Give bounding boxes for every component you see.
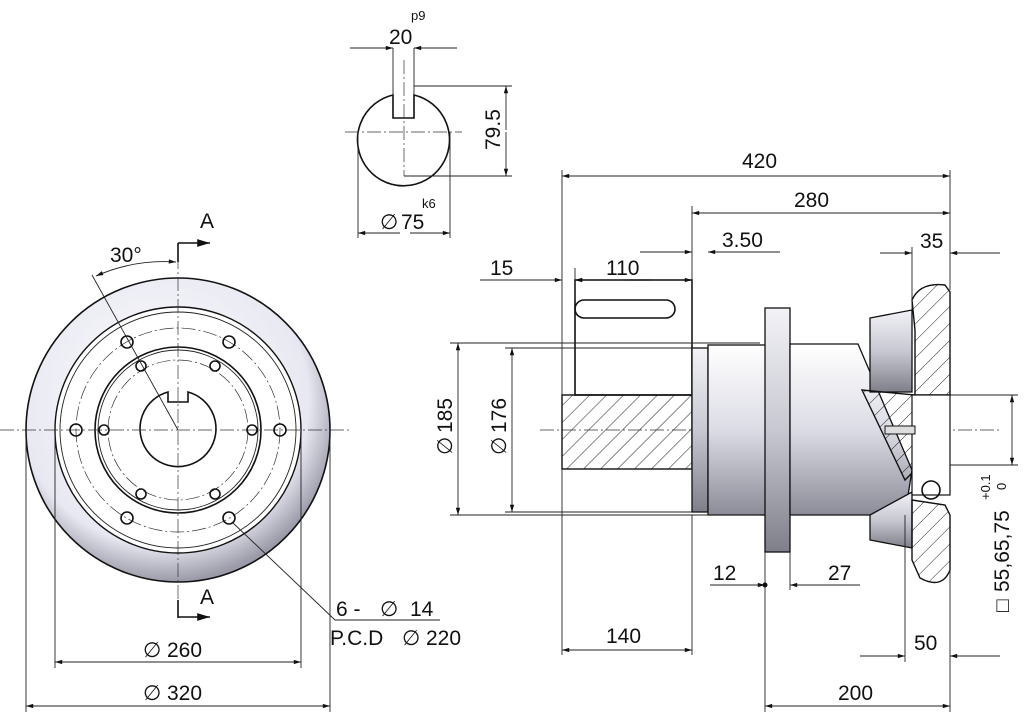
key-width-label: 20 xyxy=(389,26,412,49)
length-200-label: 200 xyxy=(838,682,873,705)
length-3-50-label: 3.50 xyxy=(722,229,763,252)
dia-176-label: 176 xyxy=(488,398,511,433)
pcd-label: P.C.D xyxy=(330,627,383,650)
diameter-symbol-hole: ∅ xyxy=(380,598,398,621)
square-tolerance-upper: +0.1 xyxy=(978,474,993,500)
shaft-diameter-label: 75 xyxy=(401,211,424,234)
square-size-label: 55,65,75 xyxy=(991,510,1014,592)
outer-diameter-label: 320 xyxy=(167,682,202,705)
diameter-symbol-pcd: ∅ xyxy=(402,627,420,650)
diameter-symbol-185: ∅ xyxy=(434,437,457,455)
square-symbol: □ xyxy=(991,599,1014,612)
front-view: 30° A A 6 - ∅ 14 P.C.D ∅ 220 ∅ 260 ∅ 320 xyxy=(0,210,461,712)
diameter-symbol-320: ∅ xyxy=(143,682,161,705)
diameter-symbol-260: ∅ xyxy=(143,639,161,662)
length-15-label: 15 xyxy=(490,257,513,280)
overall-length-label: 420 xyxy=(742,150,777,173)
inner-diameter-label: 260 xyxy=(167,639,202,662)
pcd-value-label: 220 xyxy=(426,627,461,650)
angle-label: 30° xyxy=(110,244,142,267)
square-tolerance-lower: 0 xyxy=(994,483,1009,490)
side-section-view: 420 280 3.50 35 15 110 ∅ 185 xyxy=(434,150,1018,712)
length-140-label: 140 xyxy=(606,625,641,648)
length-50-label: 50 xyxy=(914,632,937,655)
length-280-label: 280 xyxy=(794,189,829,212)
shaft-key-detail: 20 p9 79.5 ∅ 75 k6 xyxy=(345,8,512,238)
length-27-label: 27 xyxy=(828,562,851,585)
section-label-top: A xyxy=(200,210,214,233)
diameter-symbol-176: ∅ xyxy=(488,437,511,455)
length-35-label: 35 xyxy=(920,230,943,253)
dia-185-label: 185 xyxy=(434,398,457,433)
hole-spec-prefix: 6 - xyxy=(336,598,361,621)
section-label-bottom: A xyxy=(200,586,214,609)
shaft-tolerance-label: k6 xyxy=(422,196,436,211)
bolt-holes xyxy=(69,335,287,525)
hole-diameter-label: 14 xyxy=(410,598,434,621)
key-depth-label: 79.5 xyxy=(482,109,505,150)
length-12-label: 12 xyxy=(713,562,736,585)
length-110-label: 110 xyxy=(606,257,639,280)
key-tolerance-label: p9 xyxy=(411,8,425,23)
diameter-symbol: ∅ xyxy=(380,211,398,234)
